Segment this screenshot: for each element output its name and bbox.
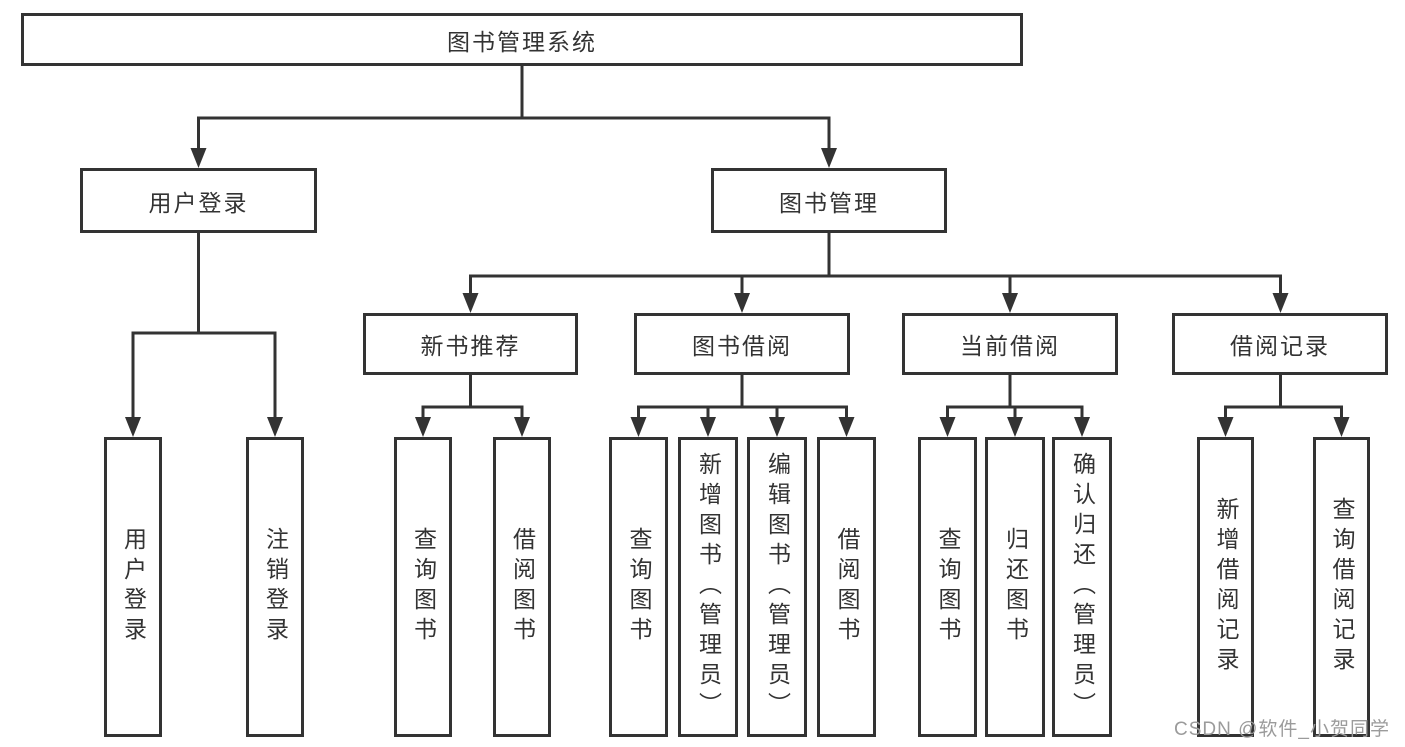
node-borrow-records: 借阅记录: [1172, 313, 1388, 375]
node-borrow-records-label: 借阅记录: [1230, 333, 1330, 359]
node-new-book-recommend-label: 新书推荐: [420, 333, 521, 359]
connector-borrow-records-to-leaves: [1217, 373, 1350, 437]
leaf-logout-label: 注销登录: [262, 527, 289, 647]
leaf-logout: 注销登录: [246, 437, 304, 737]
leaf-records-query-record-label: 查询借阅记录: [1329, 497, 1355, 677]
connector-book-management-to-level2: [462, 231, 1289, 313]
leaf-user-login-label: 用户登录: [120, 527, 147, 647]
leaf-current-confirm-return-admin: 确认归还（管理员）: [1052, 437, 1112, 737]
leaf-current-return-books-label: 归还图书: [1002, 527, 1029, 647]
node-root-label: 图书管理系统: [447, 28, 597, 55]
leaf-current-query-books-label: 查询图书: [935, 527, 961, 647]
node-book-management-label: 图书管理: [779, 189, 879, 216]
leaf-current-return-books: 归还图书: [985, 437, 1045, 737]
node-user-login: 用户登录: [80, 168, 317, 233]
connector-new-book-recommend-to-leaves: [415, 373, 530, 437]
leaf-newbook-borrow-books: 借阅图书: [493, 437, 551, 737]
node-book-borrow-label: 图书借阅: [692, 333, 792, 359]
node-current-borrow-label: 当前借阅: [960, 333, 1060, 359]
leaf-records-query-record: 查询借阅记录: [1313, 437, 1370, 737]
csdn-watermark: CSDN @软件_小贺同学: [1174, 719, 1390, 740]
leaf-borrow-query-books-label: 查询图书: [626, 527, 652, 647]
leaf-borrow-borrow-books-label: 借阅图书: [834, 527, 860, 647]
leaf-current-query-books: 查询图书: [918, 437, 977, 737]
leaf-borrow-add-books-admin-label: 新增图书（管理员）: [695, 452, 722, 722]
leaf-user-login: 用户登录: [104, 437, 162, 737]
leaf-records-add-record: 新增借阅记录: [1197, 437, 1254, 737]
leaf-newbook-borrow-books-label: 借阅图书: [509, 527, 536, 647]
leaf-newbook-query-books-label: 查询图书: [410, 527, 437, 647]
leaf-borrow-edit-books-admin: 编辑图书（管理员）: [747, 437, 807, 737]
node-root: 图书管理系统: [21, 13, 1023, 66]
node-book-borrow: 图书借阅: [634, 313, 850, 375]
node-book-management: 图书管理: [711, 168, 947, 233]
connector-current-borrow-to-leaves: [939, 373, 1090, 437]
node-current-borrow: 当前借阅: [902, 313, 1118, 375]
leaf-newbook-query-books: 查询图书: [394, 437, 452, 737]
leaf-borrow-edit-books-admin-label: 编辑图书（管理员）: [764, 452, 791, 722]
leaf-borrow-borrow-books: 借阅图书: [817, 437, 876, 737]
connector-root-to-level1: [190, 64, 837, 168]
leaf-borrow-add-books-admin: 新增图书（管理员）: [678, 437, 738, 737]
node-user-login-label: 用户登录: [148, 189, 249, 216]
connector-book-borrow-to-leaves: [630, 373, 855, 437]
leaf-borrow-query-books: 查询图书: [609, 437, 668, 737]
node-new-book-recommend: 新书推荐: [363, 313, 578, 375]
connector-user-login-to-leaves: [125, 231, 283, 437]
leaf-records-add-record-label: 新增借阅记录: [1213, 497, 1239, 677]
leaf-current-confirm-return-admin-label: 确认归还（管理员）: [1069, 452, 1096, 722]
